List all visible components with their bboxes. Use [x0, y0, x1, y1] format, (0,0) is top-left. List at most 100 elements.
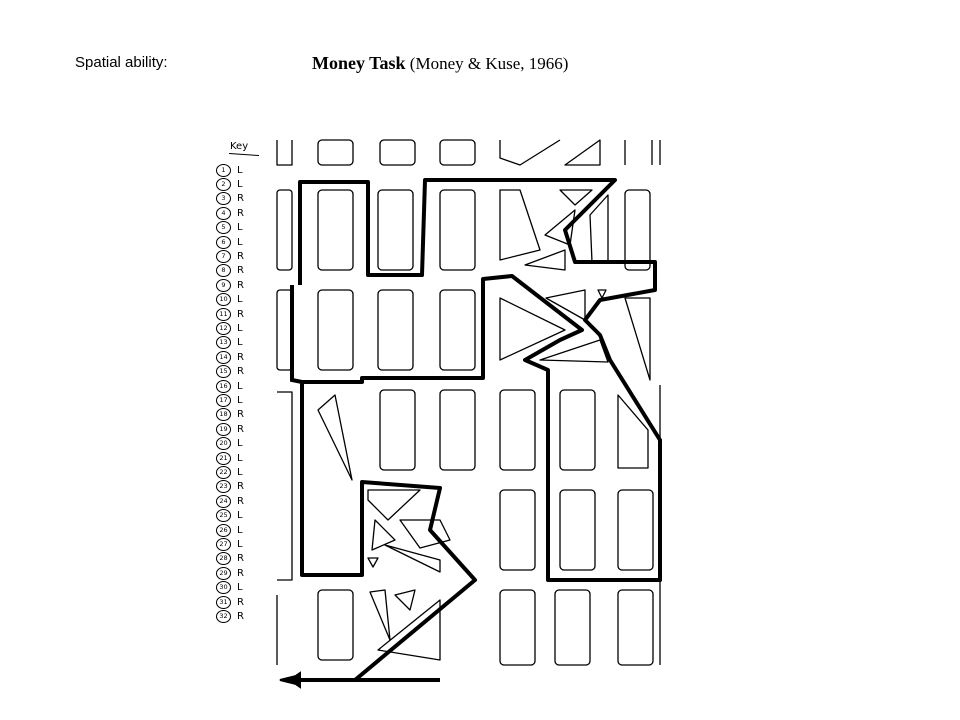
key-entry-direction: R [237, 596, 244, 608]
key-entry-direction: R [237, 351, 244, 363]
city-block [559, 189, 593, 206]
section-label: Spatial ability: [75, 54, 168, 71]
key-entry-number: 6 [216, 235, 231, 249]
city-block [384, 544, 441, 573]
key-entry: 10 L [216, 291, 243, 309]
key-entry-direction: L [237, 510, 243, 522]
city-block [617, 394, 649, 469]
city-block [276, 189, 293, 271]
city-block [499, 389, 536, 471]
key-entry-number: 10 [216, 293, 231, 307]
key-entry-direction: L [237, 438, 243, 450]
key-entry-number: 2 [216, 177, 231, 191]
key-entry-number: 1 [216, 163, 231, 177]
city-block [499, 297, 566, 361]
key-entry: 31 R [216, 593, 244, 611]
key-entry-direction: L [237, 538, 243, 550]
city-block [559, 389, 596, 471]
key-entry-direction: L [237, 524, 243, 536]
key-entry-number: 23 [216, 480, 231, 494]
key-entry-number: 5 [216, 221, 231, 235]
city-block [539, 339, 609, 363]
city-block [499, 139, 561, 166]
key-entry-direction: R [237, 423, 244, 435]
city-block [369, 589, 391, 641]
key-entry-number: 4 [216, 206, 231, 220]
key-entry-direction: L [237, 294, 243, 306]
city-block [564, 139, 601, 166]
city-blocks [276, 139, 661, 666]
city-block [367, 489, 421, 521]
key-entry-direction: L [237, 380, 243, 392]
key-entry-number: 20 [216, 437, 231, 451]
key-entry-number: 12 [216, 321, 231, 335]
key-entry-number: 31 [216, 595, 231, 609]
key-entry: 23 R [216, 478, 244, 496]
route-path [298, 178, 662, 682]
key-entry-direction: L [237, 236, 243, 248]
city-block [379, 139, 416, 166]
key-entry-direction: L [237, 178, 243, 190]
key-entry-direction: L [237, 164, 243, 176]
city-block [545, 289, 586, 321]
city-block [624, 189, 651, 271]
key-entry-number: 28 [216, 552, 231, 566]
title-main: Money Task [312, 53, 406, 73]
key-entry-number: 9 [216, 278, 231, 292]
key-entry-number: 25 [216, 509, 231, 523]
key-entry-direction: R [237, 250, 244, 262]
city-block [277, 391, 293, 581]
key-entry-direction: R [237, 610, 244, 622]
key-entry: 16 L [216, 377, 243, 395]
key-entry-direction: L [237, 582, 243, 594]
key-entry-number: 14 [216, 350, 231, 364]
key-entry-number: 16 [216, 379, 231, 393]
key-entry-direction: R [237, 553, 244, 565]
city-block [371, 519, 396, 551]
key-entry-direction: R [237, 481, 244, 493]
key-entry-direction: L [237, 222, 243, 234]
key-entry-number: 3 [216, 192, 231, 206]
key-entry-number: 26 [216, 523, 231, 537]
key-entry: 26 L [216, 521, 243, 539]
city-block [499, 189, 541, 261]
city-block [317, 139, 354, 166]
route-path-segment [290, 285, 303, 384]
city-block [624, 297, 651, 381]
key-entry: 28 R [216, 550, 244, 568]
city-block [559, 489, 596, 571]
key-entry-direction: R [237, 495, 244, 507]
key-entry: 20 L [216, 435, 243, 453]
key-entry-direction: L [237, 322, 243, 334]
city-block [377, 189, 414, 271]
key-title: Key [230, 141, 249, 152]
key-entry-number: 17 [216, 393, 231, 407]
city-block [617, 589, 654, 666]
city-block [597, 289, 607, 299]
key-entry-number: 18 [216, 408, 231, 422]
key-entry-direction: R [237, 207, 244, 219]
key-entry-direction: L [237, 466, 243, 478]
city-block [544, 209, 576, 246]
city-block [399, 519, 451, 549]
key-entry-direction: L [237, 337, 243, 349]
city-block [379, 389, 416, 471]
city-block [439, 289, 476, 371]
key-entry-number: 21 [216, 451, 231, 465]
